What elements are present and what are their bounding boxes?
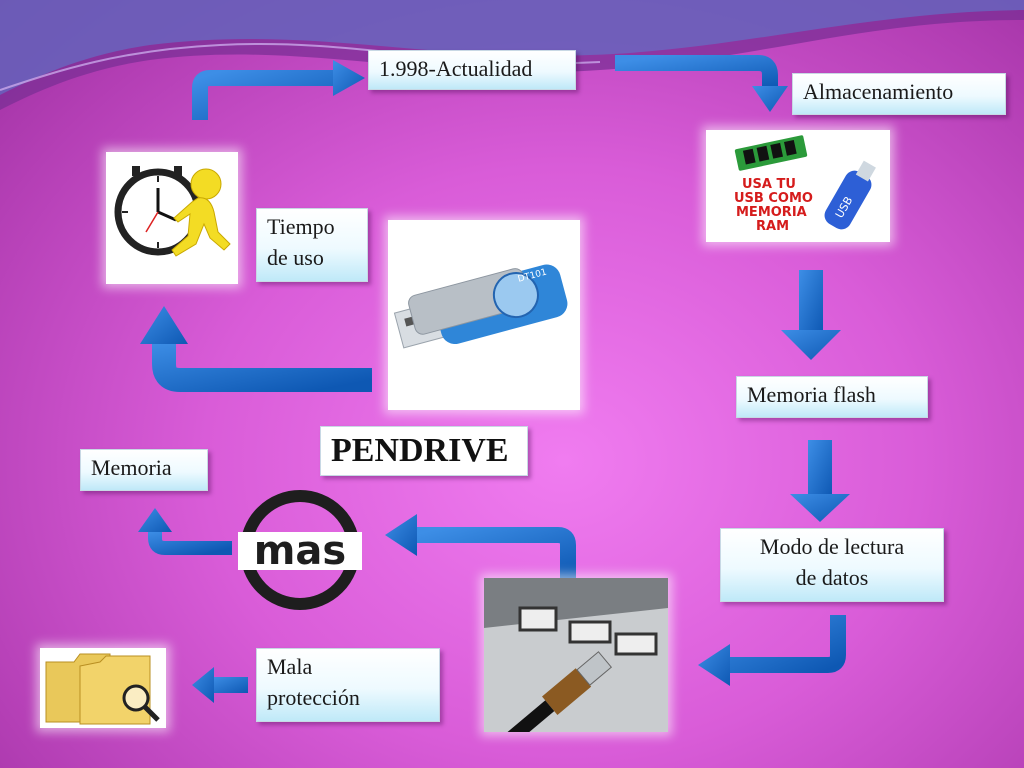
modo-line-1: Modo de lectura: [759, 534, 905, 559]
arrow-actualidad-to-almacenamiento: [615, 55, 788, 112]
tiempo-line-1: Tiempo: [267, 214, 335, 239]
arrow-to-tiempo: [140, 306, 372, 392]
arrow-to-memoria-flash: [781, 270, 841, 360]
node-actualidad: 1.998-Actualidad: [368, 50, 576, 90]
mas-logo: mas: [238, 488, 362, 612]
node-mala-proteccion: Mala protección: [256, 648, 440, 722]
usb-port-icon: [484, 578, 668, 744]
folder-search-icon: [45, 653, 160, 725]
arrow-to-mas: [385, 514, 576, 578]
usb-ram-line-3: MEMORIA: [736, 205, 807, 220]
tiempo-line-2: de uso: [267, 245, 324, 270]
node-tiempo-uso: Tiempo de uso: [256, 208, 368, 282]
mala-line-1: Mala: [267, 654, 313, 679]
node-memoria-flash: Memoria flash: [736, 376, 928, 418]
folder-image: [40, 648, 166, 728]
arrow-to-usb-port: [698, 615, 846, 686]
node-almacenamiento: Almacenamiento: [792, 73, 1006, 115]
diagram-title: PENDRIVE: [320, 426, 528, 476]
modo-line-2: de datos: [795, 565, 869, 590]
usb-ram-icon: USB USA TU USB COMO MEMORIA RAM: [734, 135, 876, 234]
usb-ram-image: USB USA TU USB COMO MEMORIA RAM: [706, 130, 890, 242]
arrow-clock-to-actualidad: [192, 60, 365, 120]
mas-logo-text: mas: [254, 528, 346, 574]
arrow-to-folder: [192, 667, 248, 703]
pendrive-image: DT101: [388, 220, 580, 410]
arrow-to-modo-lectura: [790, 440, 850, 522]
usb-ram-line-2: USB COMO: [734, 191, 813, 206]
usb-port-image: [484, 578, 668, 744]
usb-ram-line-4: RAM: [756, 219, 789, 234]
node-modo-lectura: Modo de lectura de datos: [720, 528, 944, 602]
arrow-to-memoria: [138, 508, 232, 555]
clock-image: [106, 152, 238, 284]
node-memoria: Memoria: [80, 449, 208, 491]
pendrive-icon: DT101: [393, 264, 568, 349]
usb-ram-line-1: USA TU: [742, 177, 796, 192]
clock-icon: [114, 166, 231, 257]
mala-line-2: protección: [267, 685, 360, 710]
